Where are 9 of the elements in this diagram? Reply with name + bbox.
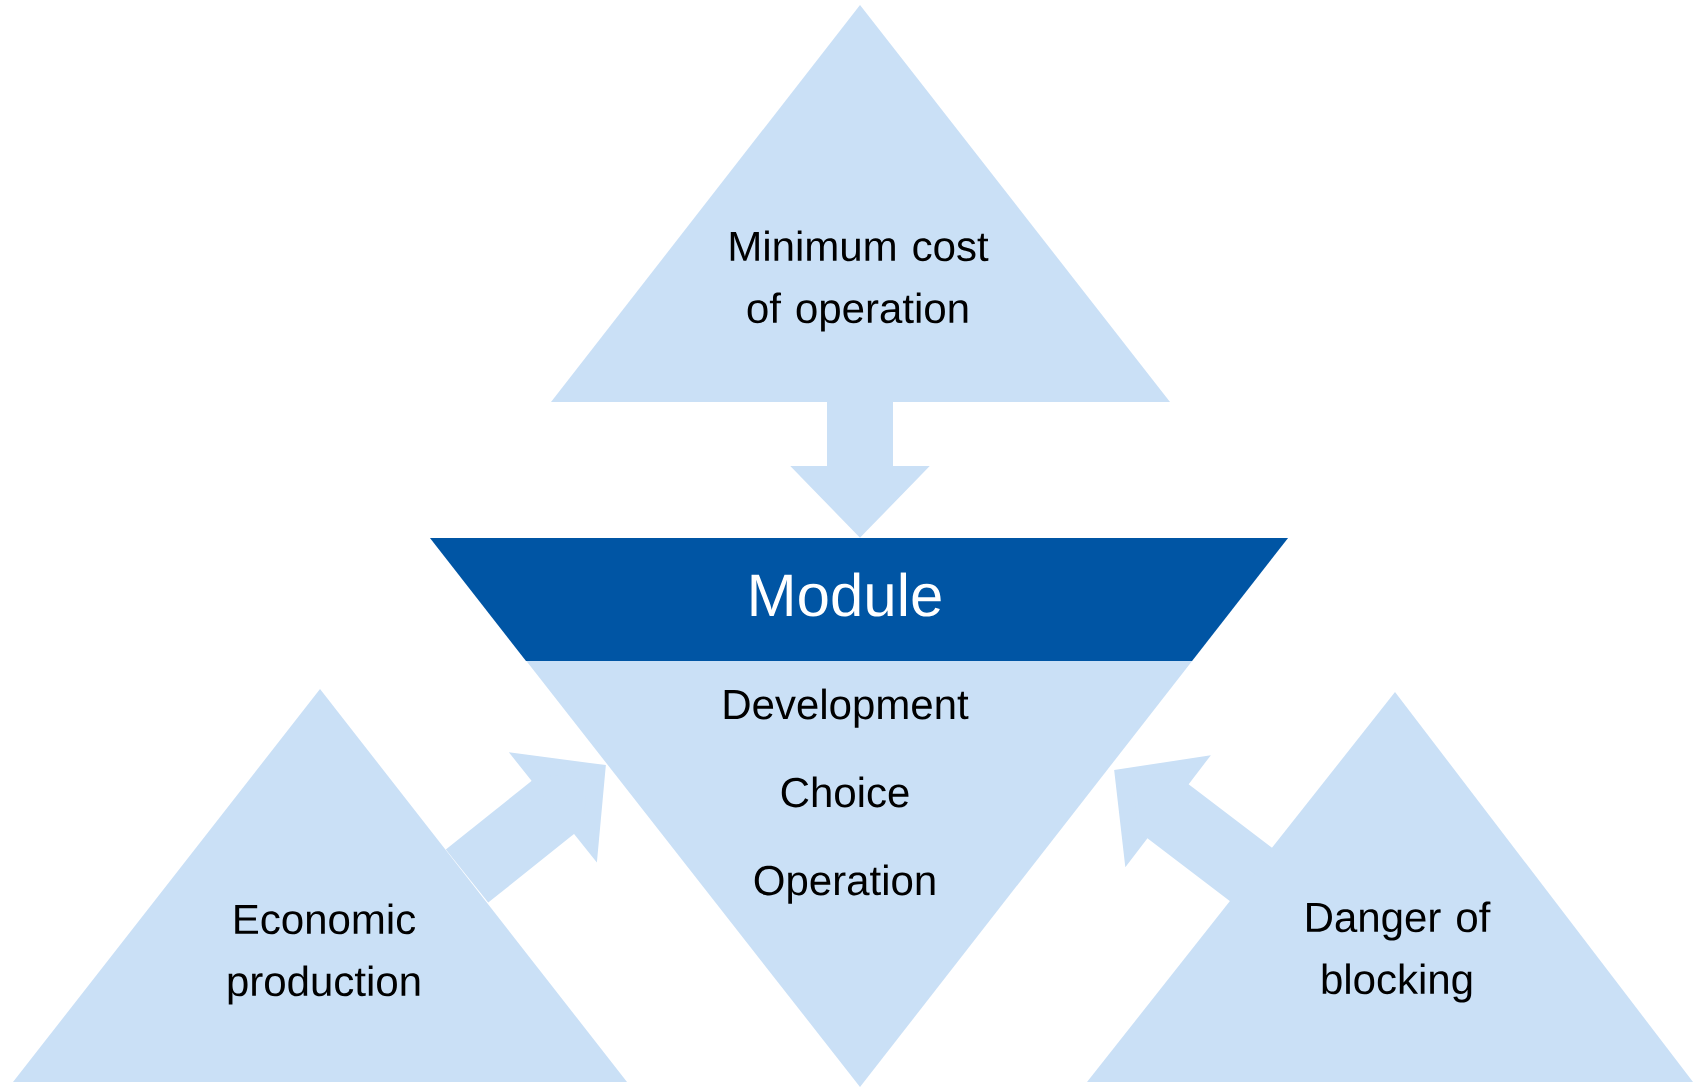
node-label: Development: [724, 688, 969, 728]
node-label: Minimum cost of operation: [730, 230, 989, 332]
node-label: Module: [751, 572, 941, 617]
node-label: Economic production: [228, 903, 420, 1005]
node-label: Danger of blocking: [1307, 901, 1491, 1003]
node-label: Choice: [781, 776, 909, 808]
block-arrow: [445, 752, 606, 903]
node-label: Operation: [754, 864, 935, 904]
node-label: Module Development Choice Operation: [724, 572, 969, 904]
